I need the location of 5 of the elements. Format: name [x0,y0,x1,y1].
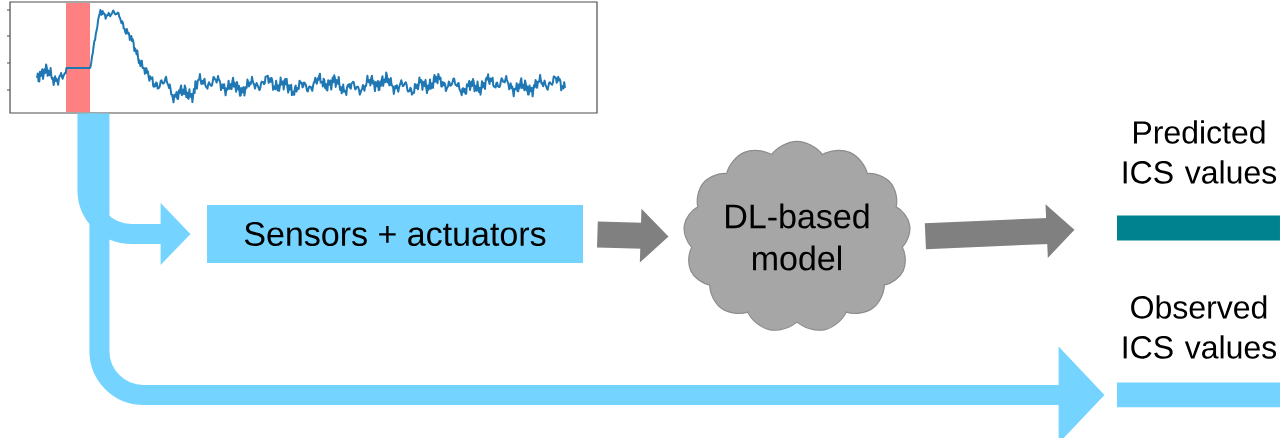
output-heading: Observed ICS values [1123,295,1277,359]
output-heading: Predicted ICS values [1123,120,1277,184]
process-box: Sensors + actuators [207,205,583,263]
model-cloud: DL-based model [683,140,911,331]
line-chart-drawing [6,1,598,114]
